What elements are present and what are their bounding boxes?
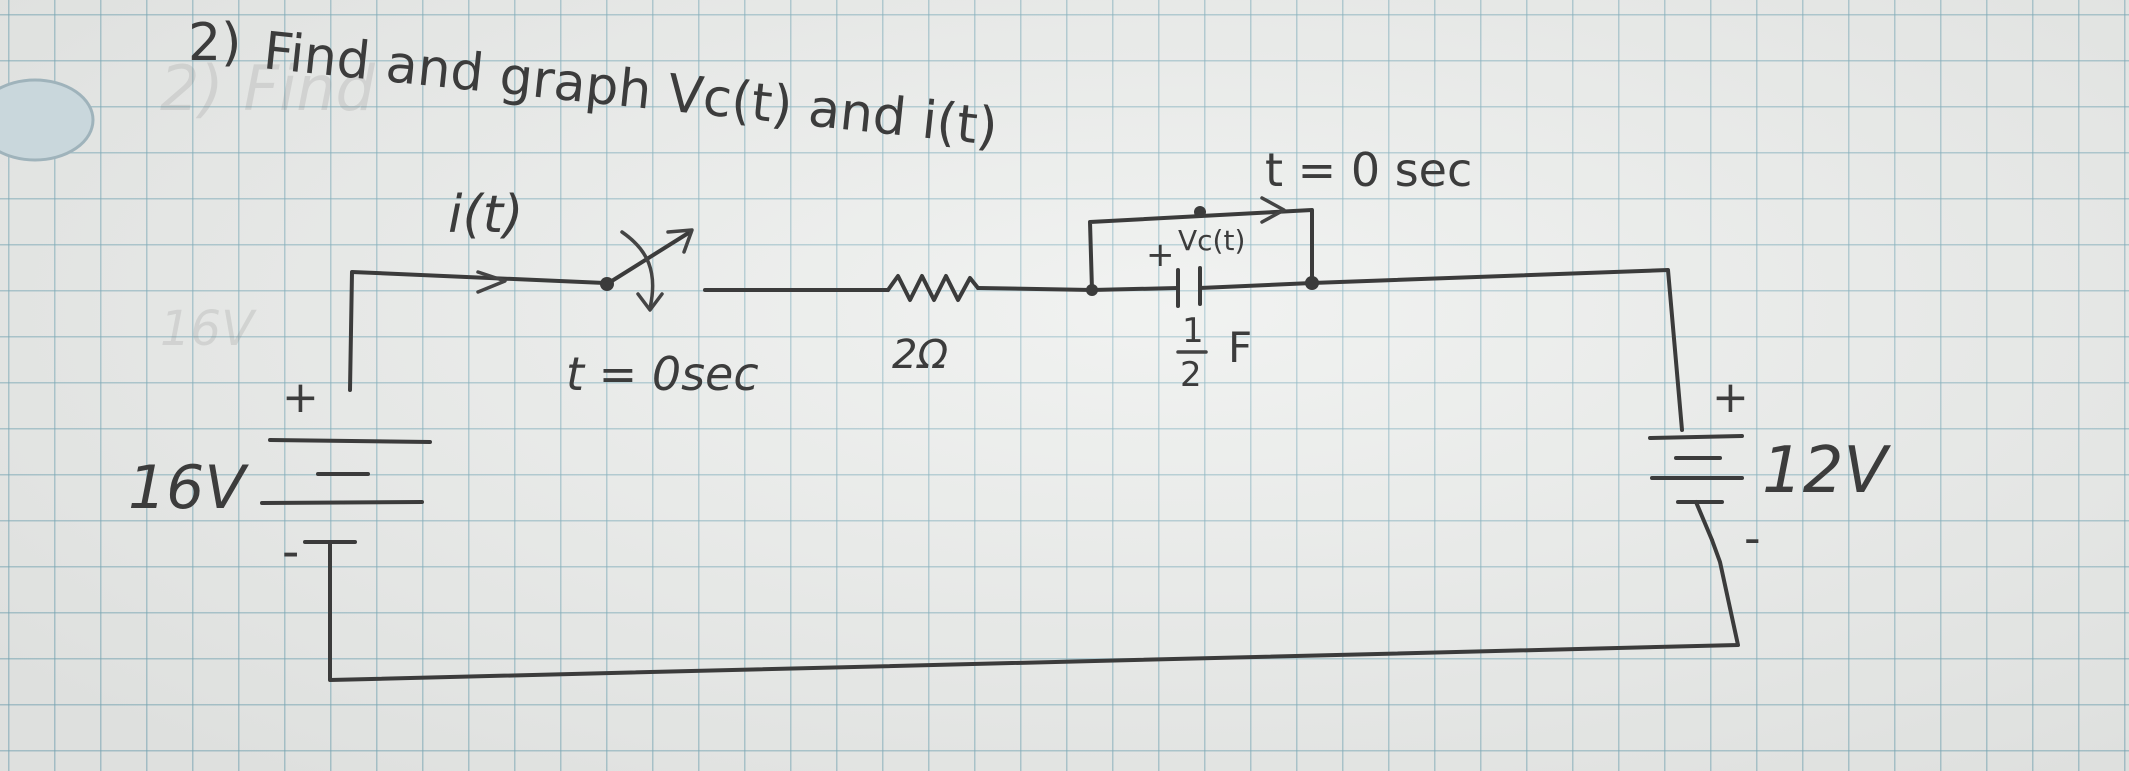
- source-left-16v: + - 16V: [128, 372, 432, 580]
- source-left-voltage-label: 16V: [128, 453, 249, 523]
- wire-top-left: [348, 270, 607, 392]
- wire-resistor-capacitor: [976, 286, 1094, 292]
- problem-title: 2) Find and graph Vc(t) and i(t): [188, 13, 1000, 158]
- capacitor-plus: +: [1146, 235, 1175, 275]
- bleed-through-text: 2) Find: [160, 52, 376, 125]
- switch-time-label: t = 0sec: [566, 347, 759, 401]
- source-right-lead: [1694, 500, 1714, 542]
- source-right-minus: -: [1744, 511, 1761, 565]
- capacitor-left-lead: [1090, 286, 1180, 292]
- capacitor-value-numerator: 1: [1182, 311, 1204, 351]
- problem-number: 2): [188, 13, 241, 73]
- resistor: 2Ω: [886, 274, 980, 378]
- switch-blade: [605, 230, 692, 286]
- current-arrow-icon: [476, 270, 507, 294]
- capacitor-node-left: [1086, 284, 1098, 296]
- switch-throw-arc: [620, 230, 655, 310]
- capacitor-node-right: [1305, 276, 1319, 290]
- source-left-minus: -: [282, 524, 299, 580]
- source-right-12v: + - 12V: [1648, 372, 1891, 565]
- source-right-plus: +: [1712, 372, 1749, 423]
- problem-statement: Find and graph Vc(t) and i(t): [261, 21, 1001, 158]
- source-right-voltage-label: 12V: [1762, 434, 1891, 508]
- switch-arrow-icon: [666, 228, 694, 254]
- switch-throw-arrow-icon: [636, 292, 664, 312]
- resistor-zigzag: [886, 274, 980, 302]
- wire-bottom: [328, 538, 1740, 682]
- bleed-through-voltage: 16V: [160, 301, 257, 357]
- current-label: i(t): [448, 185, 523, 245]
- source-left-plus: +: [282, 372, 319, 423]
- capacitor-right-lead: [1198, 281, 1314, 290]
- source-right-plate-1: [1648, 434, 1744, 440]
- capacitor-block: + Vc(t) 1 2 F t = 0 sec: [1086, 143, 1472, 395]
- source-left-mid-plate: [260, 500, 424, 505]
- bypass-switch-time-label: t = 0 sec: [1265, 143, 1472, 197]
- binder-ring-icon: [0, 78, 95, 162]
- switch: i(t) t = 0sec: [448, 185, 759, 401]
- capacitor-value-denominator: 2: [1180, 355, 1202, 395]
- wire-top-right: [1310, 268, 1684, 432]
- capacitor-voltage-label: Vc(t): [1178, 224, 1245, 257]
- resistor-label: 2Ω: [892, 332, 948, 378]
- capacitor-node-top: [1194, 206, 1206, 218]
- bypass-switch-arrow-icon: [1260, 196, 1286, 224]
- capacitor-unit: F: [1228, 323, 1252, 372]
- source-left-long-plate: [268, 438, 432, 444]
